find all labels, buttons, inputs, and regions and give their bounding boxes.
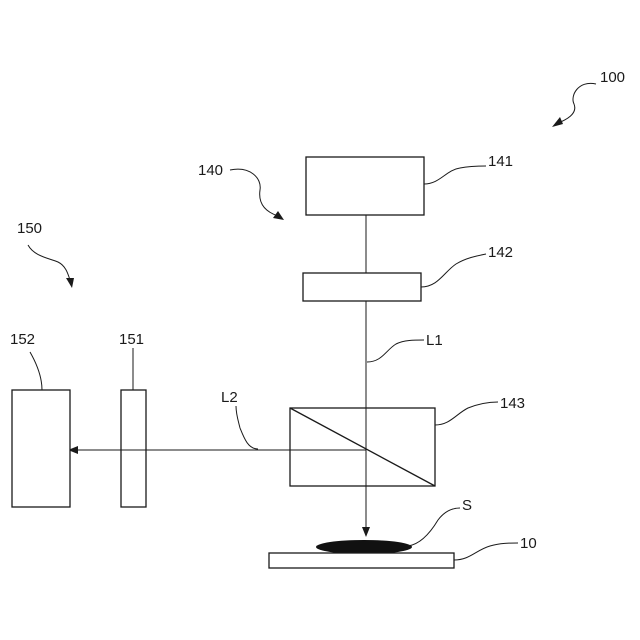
detector-box — [12, 390, 70, 507]
detection-leader-arrowhead — [66, 278, 74, 288]
beam-splitter-leader — [435, 402, 498, 425]
filter-label: 151 — [119, 331, 144, 348]
sample-label: S — [462, 497, 472, 514]
illumination-group-label: 140 — [198, 162, 223, 179]
light-source-box — [306, 157, 424, 215]
illumination-leader-arrow — [230, 169, 278, 216]
stage-label: 10 — [520, 535, 537, 552]
beam-l1-label: L1 — [426, 332, 443, 349]
beam-splitter-label: 143 — [500, 395, 525, 412]
system-leader-arrowhead — [552, 117, 563, 127]
system-label: 100 — [600, 69, 625, 86]
optical-element-label: 142 — [488, 244, 513, 261]
system-leader-arrow — [556, 83, 596, 124]
beam-l2-label: L2 — [221, 389, 238, 406]
filter-box — [121, 390, 146, 507]
optical-element-box — [303, 273, 421, 301]
detection-leader-arrow — [28, 245, 70, 280]
detector-leader — [30, 352, 42, 390]
detection-group-label: 150 — [17, 220, 42, 237]
detector-label: 152 — [10, 331, 35, 348]
stage-leader — [454, 543, 518, 560]
sample-leader — [408, 508, 460, 546]
stage-box — [269, 553, 454, 568]
light-source-label: 141 — [488, 153, 513, 170]
beam-l2-leader — [236, 406, 258, 449]
beam-l1-leader — [367, 340, 424, 362]
light-source-leader — [424, 166, 486, 184]
optical-element-leader — [421, 254, 486, 287]
illumination-leader-arrowhead — [273, 211, 284, 220]
sample-ellipse — [316, 540, 412, 554]
